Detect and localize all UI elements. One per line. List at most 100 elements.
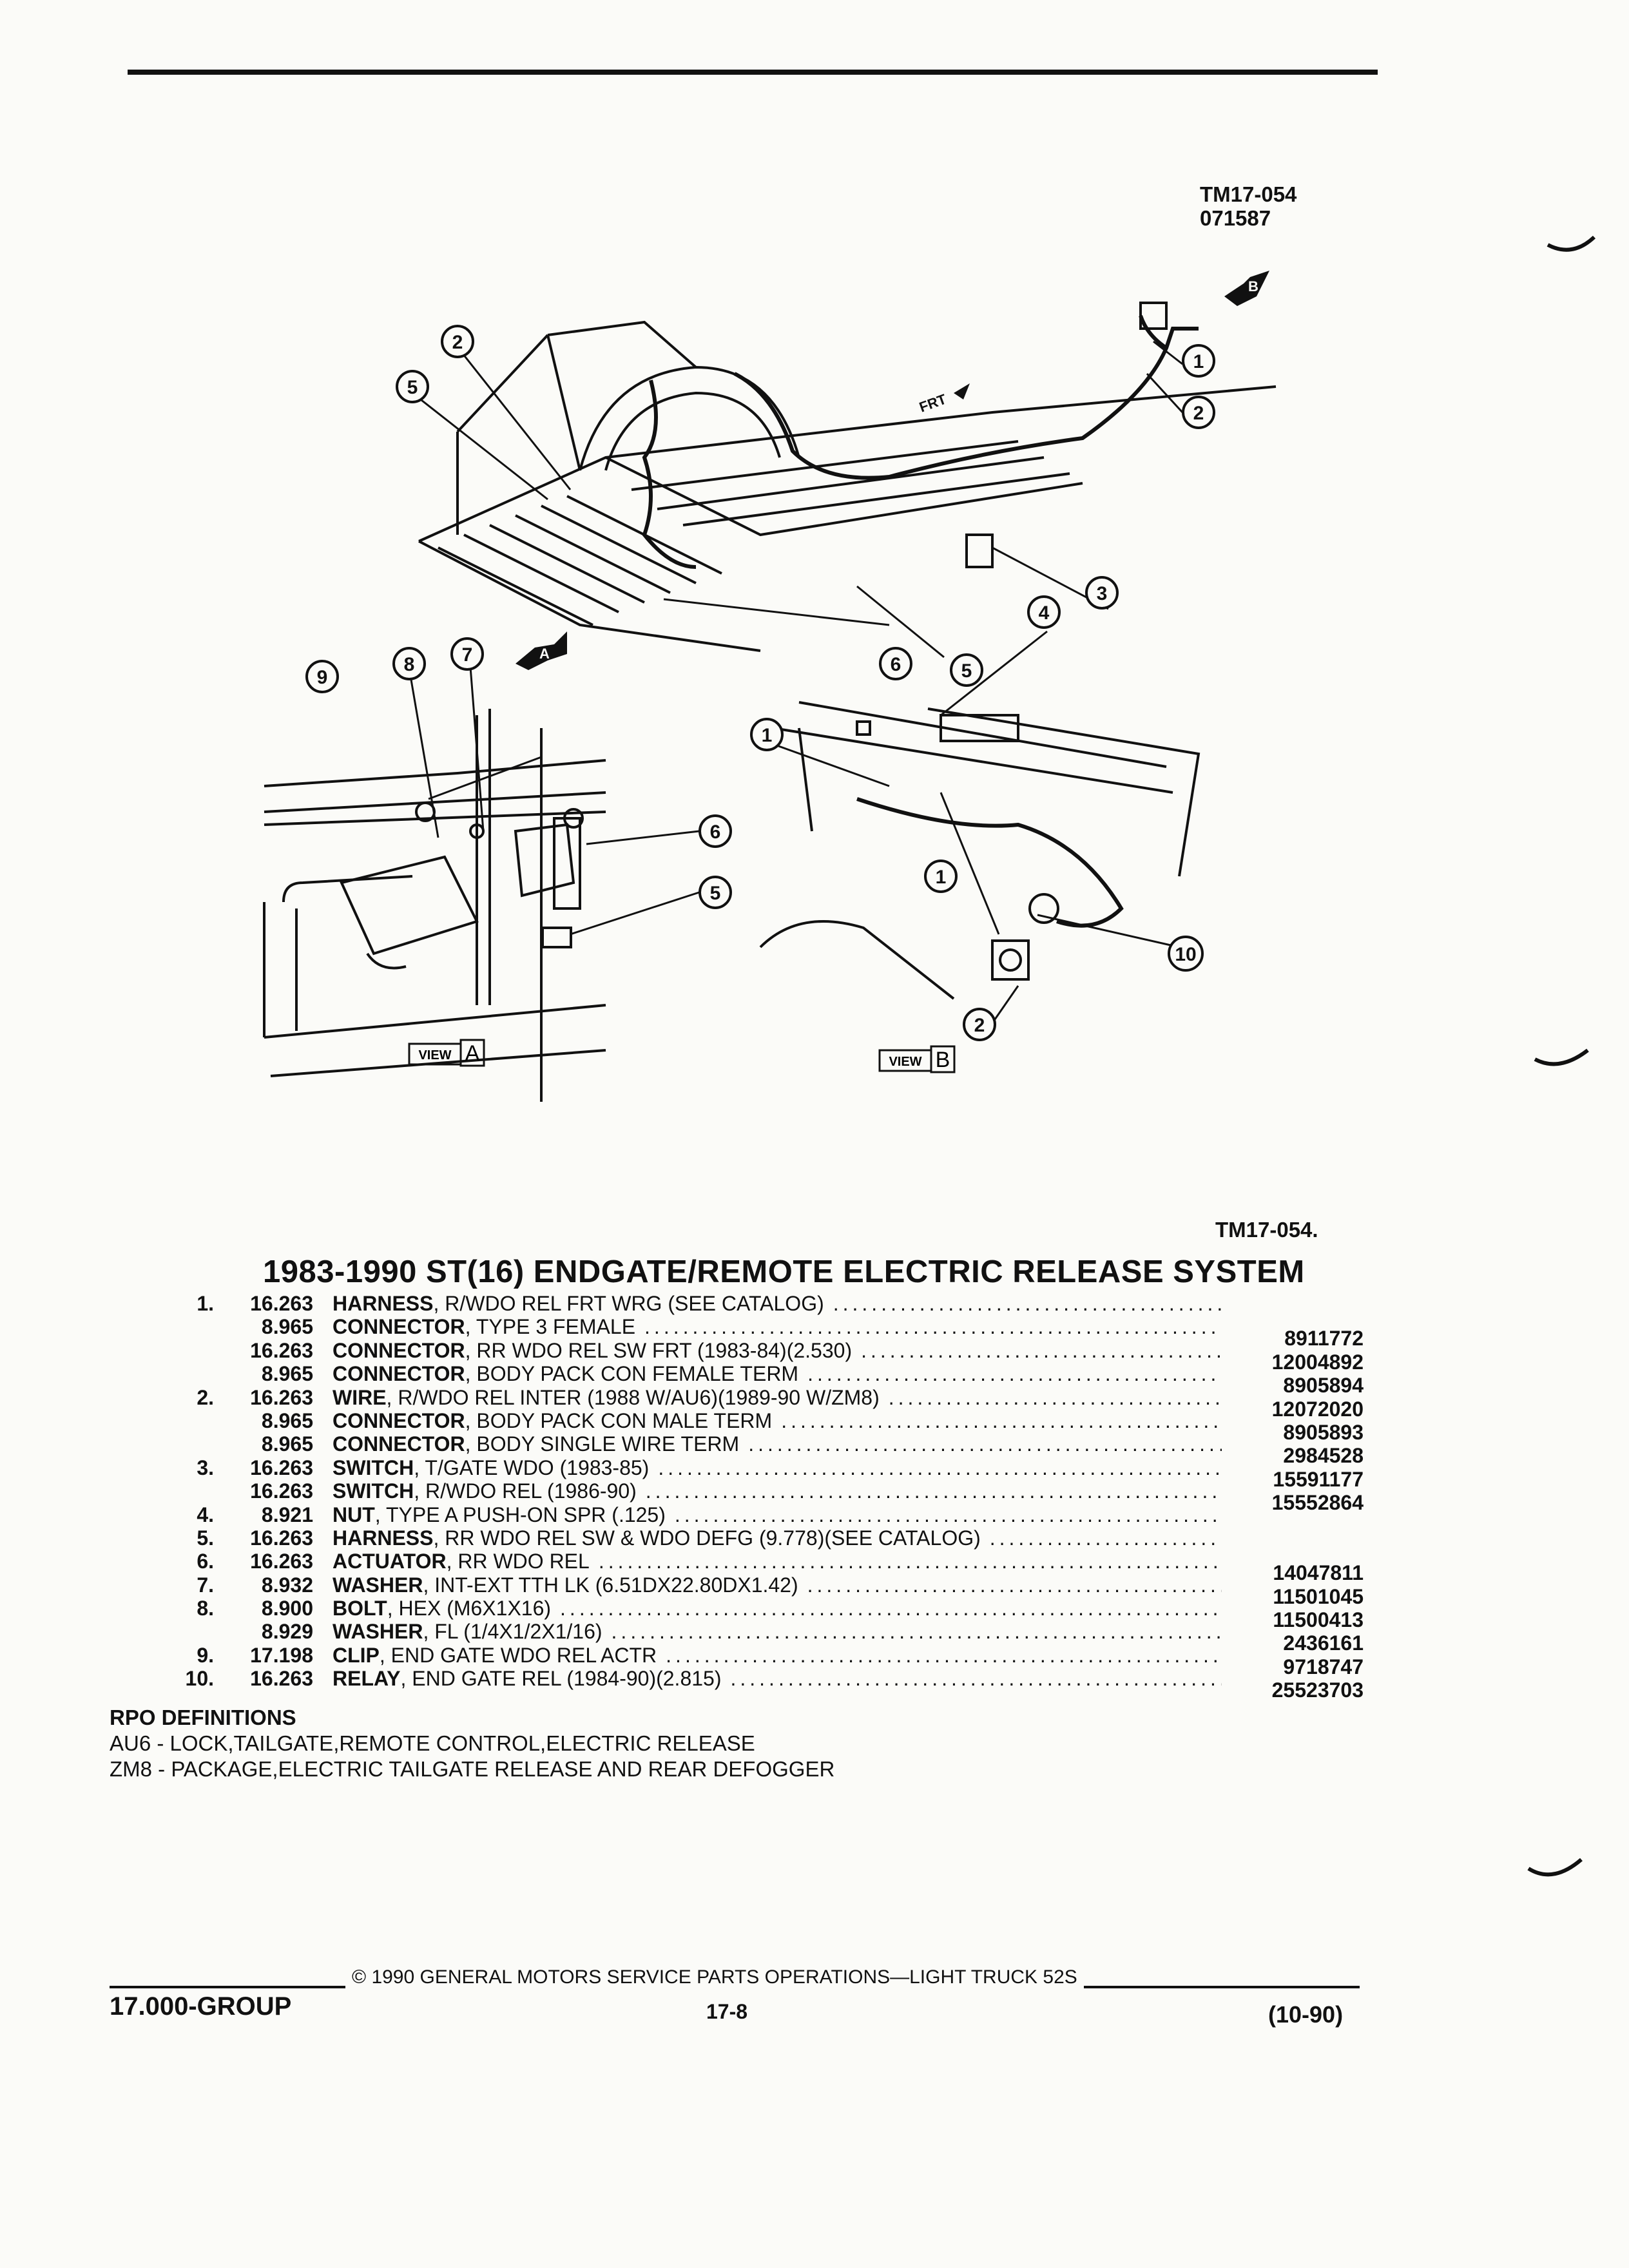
callout-1-main: 1 xyxy=(1193,351,1204,372)
top-rule xyxy=(128,70,1378,75)
part-name: CONNECTOR xyxy=(333,1362,465,1386)
parts-row: 16.263 CONNECTOR, RR WDO REL SW FRT (1983… xyxy=(174,1338,1373,1374)
leader-dots: ........................................… xyxy=(611,1620,1222,1644)
svg-text:B: B xyxy=(1248,278,1258,294)
footer-date: (10-90) xyxy=(1268,2001,1344,2028)
exploded-view-diagram: 2 5 1 2 5 4 3 6 1 1 10 2 9 8 7 6 5 B A F… xyxy=(263,271,1277,1102)
part-description: CONNECTOR, RR WDO REL SW FRT (1983-84)(2… xyxy=(333,1339,1222,1363)
parts-row: 8.929 WASHER, FL (1/4X1/2X1/16)..........… xyxy=(174,1620,1373,1655)
part-detail: , R/WDO REL (1986-90) xyxy=(414,1479,637,1503)
illustration-code-bottom: TM17-054. xyxy=(1215,1218,1318,1242)
part-number: 11500413 xyxy=(1273,1608,1364,1632)
callout-4: 4 xyxy=(1039,602,1050,624)
part-name: HARNESS xyxy=(333,1292,434,1315)
part-description: WIRE, R/WDO REL INTER (1988 W/AU6)(1989-… xyxy=(333,1386,1222,1410)
rpo-line-au6: AU6 - LOCK,TAILGATE,REMOTE CONTROL,ELECT… xyxy=(110,1731,755,1755)
view-b-label: VIEW B xyxy=(878,1045,956,1073)
part-detail: , T/GATE WDO (1983-85) xyxy=(414,1456,650,1479)
part-detail: , BODY PACK CON MALE TERM xyxy=(465,1408,773,1432)
part-name: ACTUATOR xyxy=(333,1550,447,1573)
callout-7: 7 xyxy=(462,644,473,666)
leader-dots: ........................................… xyxy=(666,1643,1222,1667)
item-number: 5. xyxy=(197,1526,214,1550)
callout-5-view-a: 5 xyxy=(710,883,721,904)
rpo-line-zm8: ZM8 - PACKAGE,ELECTRIC TAILGATE RELEASE … xyxy=(110,1757,835,1781)
svg-text:VIEW: VIEW xyxy=(889,1055,921,1069)
part-detail: , FL (1/4X1/2X1/16) xyxy=(423,1620,602,1644)
part-description: NUT, TYPE A PUSH-ON SPR (.125)..........… xyxy=(333,1503,1222,1527)
leader-dots: ........................................… xyxy=(658,1456,1222,1479)
part-description: SWITCH, T/GATE WDO (1983-85)............… xyxy=(333,1456,1222,1480)
group-number: 16.263 xyxy=(250,1456,313,1479)
leader-dots: ........................................… xyxy=(730,1667,1222,1691)
part-description: HARNESS, RR WDO REL SW & WDO DEFG (9.778… xyxy=(333,1526,1222,1550)
part-detail: , BODY SINGLE WIRE TERM xyxy=(465,1432,740,1456)
svg-text:FRT: FRT xyxy=(917,390,949,415)
group-number: 8.932 xyxy=(261,1573,313,1597)
part-detail: , INT-EXT TTH LK (6.51DX22.80DX1.42) xyxy=(423,1573,798,1597)
part-description: ACTUATOR, RR WDO REL....................… xyxy=(333,1550,1222,1573)
callout-10: 10 xyxy=(1175,944,1196,965)
part-description: WASHER, INT-EXT TTH LK (6.51DX22.80DX1.4… xyxy=(333,1573,1222,1597)
part-detail: , RR WDO REL xyxy=(446,1550,590,1573)
part-detail: , R/WDO REL INTER (1988 W/AU6)(1989-90 W… xyxy=(386,1385,880,1409)
part-number: 12072020 xyxy=(1271,1397,1364,1421)
section-title: 1983-1990 ST(16) ENDGATE/REMOTE ELECTRIC… xyxy=(263,1254,1305,1289)
group-number: 16.263 xyxy=(250,1550,313,1573)
part-description: CLIP, END GATE WDO REL ACTR.............… xyxy=(333,1644,1222,1667)
footer-copyright: © 1990 GENERAL MOTORS SERVICE PARTS OPER… xyxy=(345,1966,1084,1988)
group-number: 8.929 xyxy=(261,1620,313,1644)
part-detail: , TYPE A PUSH-ON SPR (.125) xyxy=(374,1503,666,1526)
part-number: 15591177 xyxy=(1273,1467,1364,1491)
group-number: 8.921 xyxy=(261,1503,313,1526)
part-name: BOLT xyxy=(333,1597,387,1620)
view-a-arrow-icon: A xyxy=(516,631,567,670)
group-number: 16.263 xyxy=(250,1385,313,1409)
item-number: 9. xyxy=(197,1643,214,1667)
item-number: 3. xyxy=(197,1456,214,1479)
callout-5-floor: 5 xyxy=(961,660,972,682)
group-number: 16.263 xyxy=(250,1292,313,1315)
front-arrow-icon: FRT xyxy=(917,383,970,416)
svg-text:A: A xyxy=(539,646,550,662)
illustration-code-tm: TM17-054 xyxy=(1200,182,1297,206)
item-number: 10. xyxy=(185,1667,214,1691)
margin-mark xyxy=(1534,1048,1589,1066)
part-name: HARNESS xyxy=(333,1526,434,1550)
part-number: 8905894 xyxy=(1283,1374,1364,1398)
part-detail: , END GATE WDO REL ACTR xyxy=(379,1643,657,1667)
part-number: 8911772 xyxy=(1284,1327,1364,1350)
view-b-arrow-icon: B xyxy=(1224,271,1269,306)
part-description: HARNESS, R/WDO REL FRT WRG (SEE CATALOG)… xyxy=(333,1292,1222,1316)
leader-dots: ........................................… xyxy=(807,1362,1222,1386)
part-description: BOLT, HEX (M6X1X16).....................… xyxy=(333,1597,1222,1620)
svg-text:A: A xyxy=(465,1041,480,1066)
part-number: 25523703 xyxy=(1271,1678,1364,1702)
callout-2-main-b: 2 xyxy=(1193,403,1204,424)
svg-text:B: B xyxy=(936,1048,950,1072)
parts-row: 3. 16.263 SWITCH, T/GATE WDO (1983-85)....… xyxy=(174,1456,1373,1491)
part-name: WASHER xyxy=(333,1620,423,1644)
leader-dots: ........................................… xyxy=(807,1573,1222,1597)
group-number: 16.263 xyxy=(250,1338,313,1362)
callout-6-view-a: 6 xyxy=(710,822,721,843)
margin-mark xyxy=(1527,1858,1583,1877)
group-number: 16.263 xyxy=(250,1479,313,1503)
group-number: 8.965 xyxy=(261,1315,313,1339)
callout-6-floor: 6 xyxy=(891,654,901,675)
part-number: 9718747 xyxy=(1283,1655,1364,1678)
part-description: WASHER, FL (1/4X1/2X1/16)...............… xyxy=(333,1620,1222,1644)
leader-dots: ........................................… xyxy=(645,1479,1222,1503)
part-detail: , BODY PACK CON FEMALE TERM xyxy=(465,1362,799,1386)
callout-3: 3 xyxy=(1097,583,1108,604)
